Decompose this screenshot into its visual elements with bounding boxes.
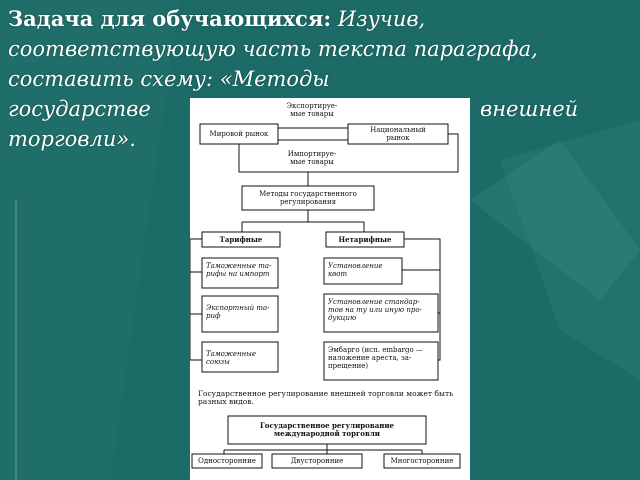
tariff-item-export: Экспортный та-риф bbox=[206, 304, 270, 320]
task-line3: составить схему: «Методы bbox=[8, 67, 330, 91]
tariff-box: Тарифные bbox=[219, 235, 263, 244]
task-line5: торговли». bbox=[8, 127, 136, 151]
type-bilateral: Двусторонние bbox=[290, 457, 344, 465]
task-line2: соответствующую часть текста параграфа, bbox=[8, 37, 538, 61]
type-multilateral: Многосторонние bbox=[390, 457, 454, 465]
nontariff-item-quotas: Установление квот bbox=[328, 262, 383, 278]
import-goods-label: Импортируе-мые товары bbox=[287, 150, 337, 166]
nontariff-item-standards: Установление стандар-тов на ту или иную … bbox=[328, 298, 422, 322]
type-unilateral: Односторонние bbox=[198, 457, 256, 465]
gov-types-box: Государственное регулирование международ… bbox=[259, 421, 395, 438]
scheme-lines bbox=[190, 123, 461, 469]
nontariff-box: Нетарифные bbox=[338, 235, 392, 244]
nontariff-item-embargo: Эмбарго (исп. embargo — наложение ареста… bbox=[328, 346, 423, 370]
export-goods-label: Экспортируе-мые товары bbox=[286, 102, 338, 118]
national-market-box: Национальный рынок bbox=[370, 126, 426, 142]
task-line1-rest: Изучив, bbox=[331, 7, 426, 31]
scheme-image: Экспортируе-мые товары Мировой рынок Нац… bbox=[190, 98, 470, 480]
task-line4-start: государстве bbox=[8, 97, 151, 121]
task-line4-end: внешней bbox=[480, 97, 579, 121]
tariff-item-customs-unions: Таможенные союзы bbox=[206, 350, 257, 366]
note-text: Государственное регулирование внешней то… bbox=[198, 389, 454, 406]
world-market-box: Мировой рынок bbox=[209, 130, 269, 138]
task-heading: Задача для обучающихся: bbox=[8, 6, 332, 31]
methods-box: Методы государственного регулирования bbox=[259, 190, 357, 206]
tariff-item-customs-import: Таможенные та-рифы на импорт bbox=[206, 262, 272, 278]
